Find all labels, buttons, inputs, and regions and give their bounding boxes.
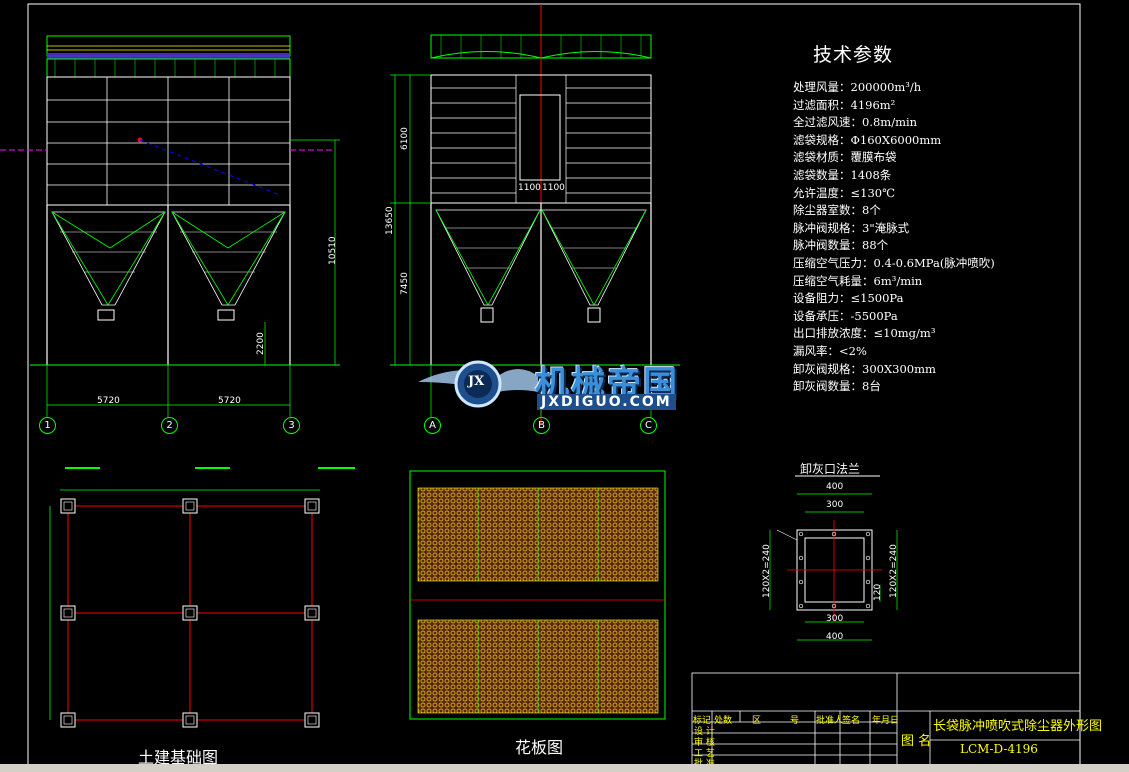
param-item: 漏风率：<2% bbox=[793, 343, 867, 358]
tb-row-design: 设 计 bbox=[694, 727, 715, 737]
dim-flange-inner-bottom: 300 bbox=[826, 614, 844, 624]
dim-flange-hole-note: 120 bbox=[873, 583, 883, 601]
tb-header-no: 号 bbox=[790, 716, 800, 726]
dim-flange-inner-top: 300 bbox=[826, 500, 844, 510]
dim-side-total: 13650 bbox=[385, 206, 395, 235]
tube-plate-view bbox=[409, 470, 666, 720]
drawing-number: LCM-D-4196 bbox=[960, 742, 1038, 756]
param-item: 出口排放浓度：≤10mg/m³ bbox=[793, 326, 936, 341]
dim-front-span-1: 5720 bbox=[97, 396, 120, 406]
drawing-name: 长袋脉冲喷吹式除尘器外形图 bbox=[933, 719, 1103, 734]
tb-row-review: 审 核 bbox=[694, 738, 715, 748]
axis-bubble-c: C bbox=[640, 417, 657, 434]
dim-front-span-2: 5720 bbox=[218, 396, 241, 406]
dim-side-door-2: 1100 bbox=[542, 183, 565, 193]
param-item: 卸灰阀数量：8台 bbox=[793, 379, 881, 394]
param-item: 压缩空气耗量：6m³/min bbox=[793, 273, 923, 288]
param-item: 除尘器室数：8个 bbox=[793, 203, 881, 218]
tb-header-count: 处数 bbox=[714, 716, 733, 726]
param-item: 过滤面积：4196m² bbox=[793, 97, 896, 112]
tb-header-sign: 签名 bbox=[842, 716, 861, 726]
dim-flange-outer-top: 400 bbox=[826, 482, 844, 492]
param-item: 设备承压：-5500Pa bbox=[793, 308, 898, 323]
param-item: 滤袋材质：覆膜布袋 bbox=[793, 150, 897, 165]
watermark-logo bbox=[418, 360, 538, 408]
dim-front-leg: 2200 bbox=[256, 332, 266, 355]
param-item: 滤袋数量：1408条 bbox=[793, 167, 892, 182]
param-item: 脉冲阀数量：88个 bbox=[793, 238, 889, 253]
tb-header-approver: 批准人 bbox=[816, 716, 844, 726]
axis-bubble-3: 3 bbox=[283, 417, 300, 434]
axis-bubble-2: 2 bbox=[161, 417, 178, 434]
axis-bubble-b: B bbox=[533, 417, 550, 434]
dim-flange-side-left: 120X2=240 bbox=[762, 544, 772, 598]
tech-params-title: 技术参数 bbox=[813, 44, 894, 66]
foundation-plan-view bbox=[49, 467, 355, 728]
param-item: 设备阻力：≤1500Pa bbox=[793, 291, 904, 306]
watermark-url: JXDIGUO.COM bbox=[537, 394, 676, 410]
dim-flange-outer-bottom: 400 bbox=[826, 632, 844, 642]
param-item: 滤袋规格：Φ160X6000mm bbox=[793, 132, 942, 147]
tb-header-zone: 区 bbox=[752, 716, 762, 726]
flange-view bbox=[769, 475, 898, 641]
dim-side-lower: 7450 bbox=[400, 272, 410, 295]
axis-bubble-1: 1 bbox=[39, 417, 56, 434]
dim-front-height: 10510 bbox=[328, 236, 338, 265]
status-bar bbox=[0, 764, 1129, 772]
param-item: 允许温度：≤130℃ bbox=[793, 185, 895, 200]
side-elevation-view bbox=[390, 34, 680, 418]
title-block-name-label: 图 名 bbox=[901, 734, 932, 749]
tb-header-date: 年月日 bbox=[872, 716, 900, 726]
dim-side-door-1: 1100 bbox=[518, 183, 541, 193]
front-elevation-view bbox=[0, 35, 340, 418]
dim-side-upper: 6100 bbox=[400, 127, 410, 150]
flange-title: 卸灰口法兰 bbox=[800, 462, 861, 476]
dim-flange-side-right: 120X2=240 bbox=[889, 544, 899, 598]
param-item: 卸灰阀规格：300X300mm bbox=[793, 361, 936, 376]
tube-plate-title: 花板图 bbox=[515, 738, 564, 757]
param-item: 处理风量：200000m³/h bbox=[793, 80, 922, 94]
watermark-logo-letters: JX bbox=[468, 374, 485, 389]
tb-row-process: 工 艺 bbox=[694, 749, 715, 759]
param-item: 脉冲阀规格：3"淹脉式 bbox=[793, 220, 910, 235]
tech-params-list: 处理风量：200000m³/h 过滤面积：4196m² 全过滤风速：0.8m/m… bbox=[793, 79, 1093, 396]
tech-params-panel: 技术参数 处理风量：200000m³/h 过滤面积：4196m² 全过滤风速：0… bbox=[793, 40, 1093, 396]
axis-bubble-a: A bbox=[424, 417, 441, 434]
tb-header-mark: 标记 bbox=[693, 716, 712, 726]
foundation-plan-title: 土建基础图 bbox=[138, 748, 219, 767]
param-item: 压缩空气压力：0.4-0.6MPa(脉冲喷吹) bbox=[793, 255, 995, 270]
param-item: 全过滤风速：0.8m/min bbox=[793, 115, 918, 130]
